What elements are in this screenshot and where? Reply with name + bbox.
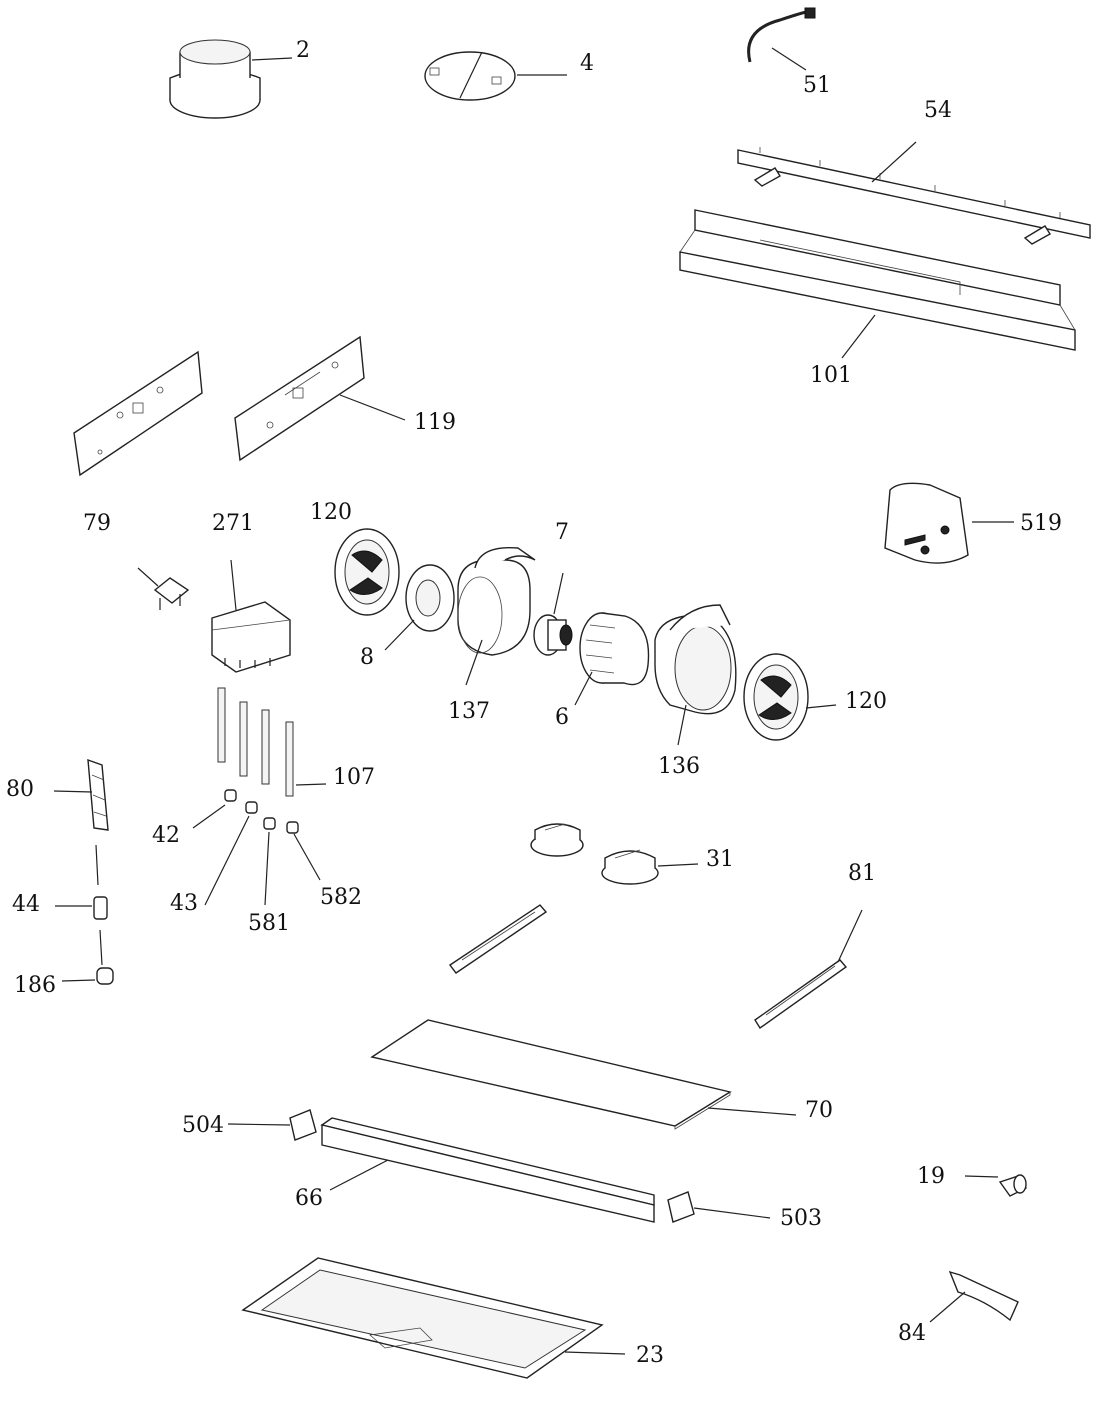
- part-31-knob-a: [530, 823, 584, 857]
- part-186-cap: [96, 967, 114, 985]
- part-119-plate-left: [73, 350, 203, 477]
- label-6: 6: [555, 705, 569, 730]
- label-31: 31: [706, 847, 734, 872]
- part-582-bushing: [286, 821, 299, 834]
- label-107: 107: [333, 765, 375, 790]
- label-120-left: 120: [310, 500, 352, 525]
- part-120-grille-left: [334, 528, 400, 616]
- label-504: 504: [182, 1113, 224, 1138]
- label-81: 81: [848, 861, 876, 886]
- part-2-duct-connector: [169, 39, 261, 119]
- label-19: 19: [917, 1164, 945, 1189]
- part-31-knob-b: [601, 849, 659, 885]
- part-66-front-channel: [320, 1117, 655, 1223]
- label-137: 137: [448, 699, 490, 724]
- label-70: 70: [805, 1098, 833, 1123]
- label-79: 79: [83, 511, 111, 536]
- part-6-impeller: [579, 612, 650, 686]
- label-4: 4: [580, 51, 594, 76]
- part-19-lamp: [998, 1174, 1028, 1197]
- label-8: 8: [360, 645, 374, 670]
- label-581: 581: [248, 911, 290, 936]
- part-581-bushing: [263, 817, 276, 830]
- part-43-bushing: [245, 801, 258, 814]
- part-136-housing: [654, 604, 737, 715]
- part-503-end-cap: [667, 1191, 695, 1223]
- label-54: 54: [924, 98, 952, 123]
- label-186: 186: [14, 973, 56, 998]
- part-70-panel: [370, 1019, 732, 1130]
- part-81-slide-rail: [754, 959, 848, 1030]
- part-519-hardware-bag: [884, 482, 969, 564]
- part-4-damper: [424, 51, 516, 101]
- part-44-knob: [93, 896, 108, 920]
- part-101-channel: [679, 209, 1076, 351]
- part-54-bracket-rail: [737, 147, 1091, 245]
- part-271-control-box: [211, 601, 291, 673]
- label-66: 66: [295, 1186, 323, 1211]
- label-271: 271: [212, 511, 254, 536]
- part-8-inlet-ring: [405, 564, 455, 632]
- label-7: 7: [555, 520, 569, 545]
- part-51-cable: [747, 7, 816, 63]
- label-42: 42: [152, 823, 180, 848]
- part-137-housing: [457, 546, 536, 656]
- label-120-right: 120: [845, 689, 887, 714]
- part-80-bracket: [87, 758, 109, 831]
- part-7-motor: [533, 614, 573, 656]
- part-120-grille-right: [743, 653, 809, 741]
- part-84-clip: [948, 1270, 1019, 1322]
- part-23-filter-frame: [241, 1257, 604, 1379]
- part-79-switch: [153, 577, 190, 610]
- label-582: 582: [320, 885, 362, 910]
- label-84: 84: [898, 1321, 926, 1346]
- label-519: 519: [1020, 511, 1062, 536]
- part-504-end-cap: [289, 1109, 317, 1141]
- label-2: 2: [296, 38, 310, 63]
- slide-rail-left: [448, 904, 548, 974]
- label-119: 119: [414, 410, 456, 435]
- label-51: 51: [803, 73, 831, 98]
- part-119-plate-right: [234, 335, 365, 462]
- part-42-bushing: [224, 789, 237, 802]
- label-23: 23: [636, 1343, 664, 1368]
- label-136: 136: [658, 754, 700, 779]
- label-101: 101: [810, 363, 852, 388]
- label-44: 44: [12, 892, 40, 917]
- label-43: 43: [170, 891, 198, 916]
- label-503: 503: [780, 1206, 822, 1231]
- label-80: 80: [6, 777, 34, 802]
- part-107-rods: [217, 687, 294, 797]
